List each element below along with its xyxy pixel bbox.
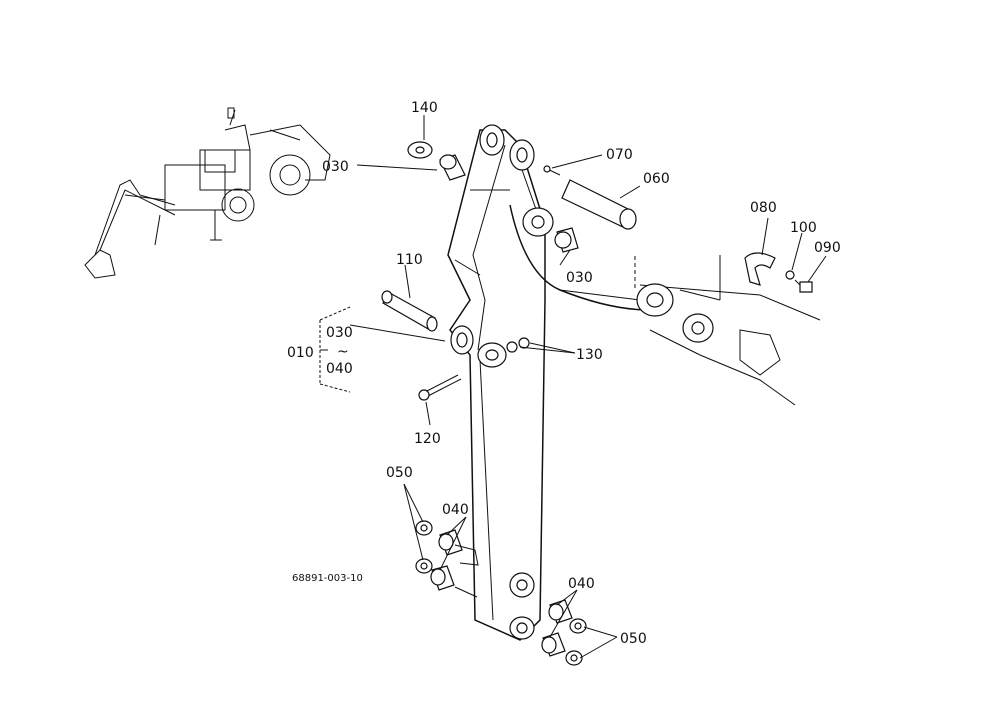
bushings-040-left xyxy=(430,529,479,591)
bushings-040-right xyxy=(541,599,573,657)
label-050-right: 050 xyxy=(620,631,647,647)
collar-080 xyxy=(744,252,776,286)
tractor-backhoe-thumbnail xyxy=(84,107,331,279)
label-140: 140 xyxy=(411,100,438,116)
label-070: 070 xyxy=(606,147,633,163)
bushing-030-upper xyxy=(439,154,466,181)
washer-100 xyxy=(785,270,795,280)
label-040-group: 040 xyxy=(326,361,353,377)
boom-end xyxy=(636,255,821,406)
label-040-right: 040 xyxy=(568,576,595,592)
label-120: 120 xyxy=(414,431,441,447)
arm-assembly xyxy=(447,124,651,641)
washers-050-left xyxy=(415,520,433,574)
pin-110 xyxy=(381,290,438,332)
washer-140 xyxy=(407,141,433,159)
label-080: 080 xyxy=(750,200,777,216)
leader-lines xyxy=(319,115,827,659)
label-110: 110 xyxy=(396,252,423,268)
pin-060 xyxy=(561,179,637,230)
label-060: 060 xyxy=(643,171,670,187)
label-130: 130 xyxy=(576,347,603,363)
washers-050-right xyxy=(565,618,587,666)
label-030-mid: 030 xyxy=(566,270,593,286)
bolt-090 xyxy=(794,279,813,293)
label-090: 090 xyxy=(814,240,841,256)
label-030-group: 030 xyxy=(326,325,353,341)
label-050-left: 050 xyxy=(386,465,413,481)
grease-fitting-070 xyxy=(543,165,561,176)
drawing-ref-number: 68891-003-10 xyxy=(292,573,363,584)
bolt-120 xyxy=(418,374,462,401)
label-040-left: 040 xyxy=(442,502,469,518)
label-030-upper: 030 xyxy=(322,159,349,175)
bushing-030-mid xyxy=(554,227,579,253)
nut-130 xyxy=(506,337,530,353)
label-tilde: ~ xyxy=(337,344,349,360)
label-100: 100 xyxy=(790,220,817,236)
label-010: 010 xyxy=(287,345,314,361)
